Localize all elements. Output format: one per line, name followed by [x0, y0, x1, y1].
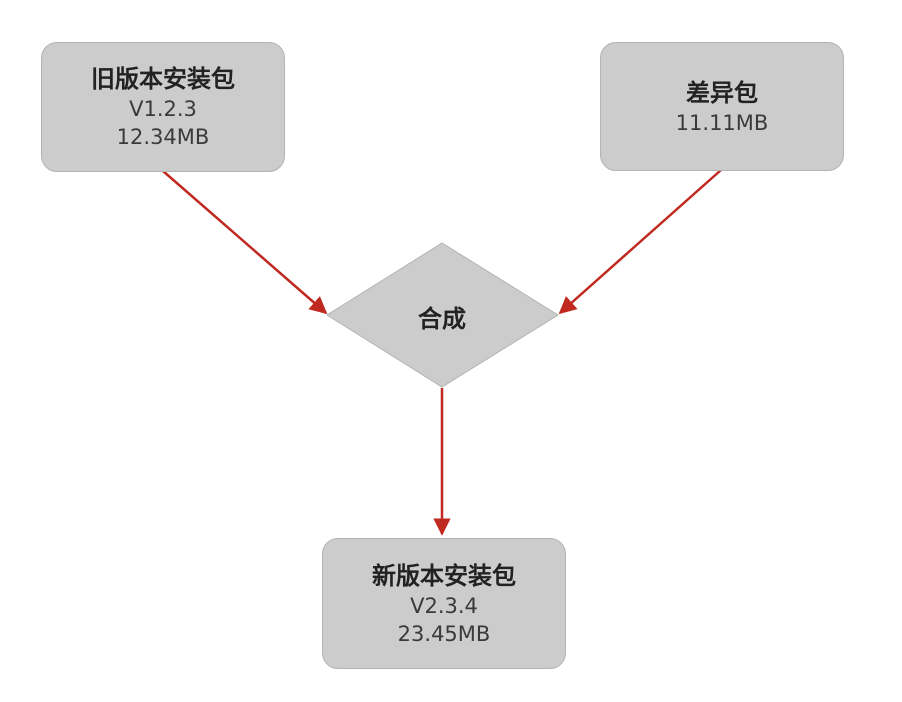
new-package-version: V2.3.4	[410, 593, 478, 618]
diff-package-size: 11.11MB	[675, 110, 769, 135]
old-package-size: 12.34MB	[116, 125, 210, 149]
merge-diamond	[326, 242, 559, 388]
new-package-size: 23.45MB	[397, 621, 491, 646]
new-package-node: 新版本安装包 V2.3.4 23.45MB	[322, 538, 566, 669]
arrow-diff-to-merge	[558, 169, 722, 315]
new-package-title: 新版本安装包	[372, 561, 516, 590]
old-package-version: V1.2.3	[129, 97, 197, 121]
old-package-title: 旧版本安装包	[91, 65, 235, 93]
merge-label: 合成	[418, 304, 466, 333]
old-package-node: 旧版本安装包 V1.2.3 12.34MB	[41, 42, 285, 172]
diff-package-title: 差异包	[686, 78, 758, 107]
diff-package-node: 差异包 11.11MB	[600, 42, 844, 171]
arrow-old-to-merge	[162, 170, 328, 315]
